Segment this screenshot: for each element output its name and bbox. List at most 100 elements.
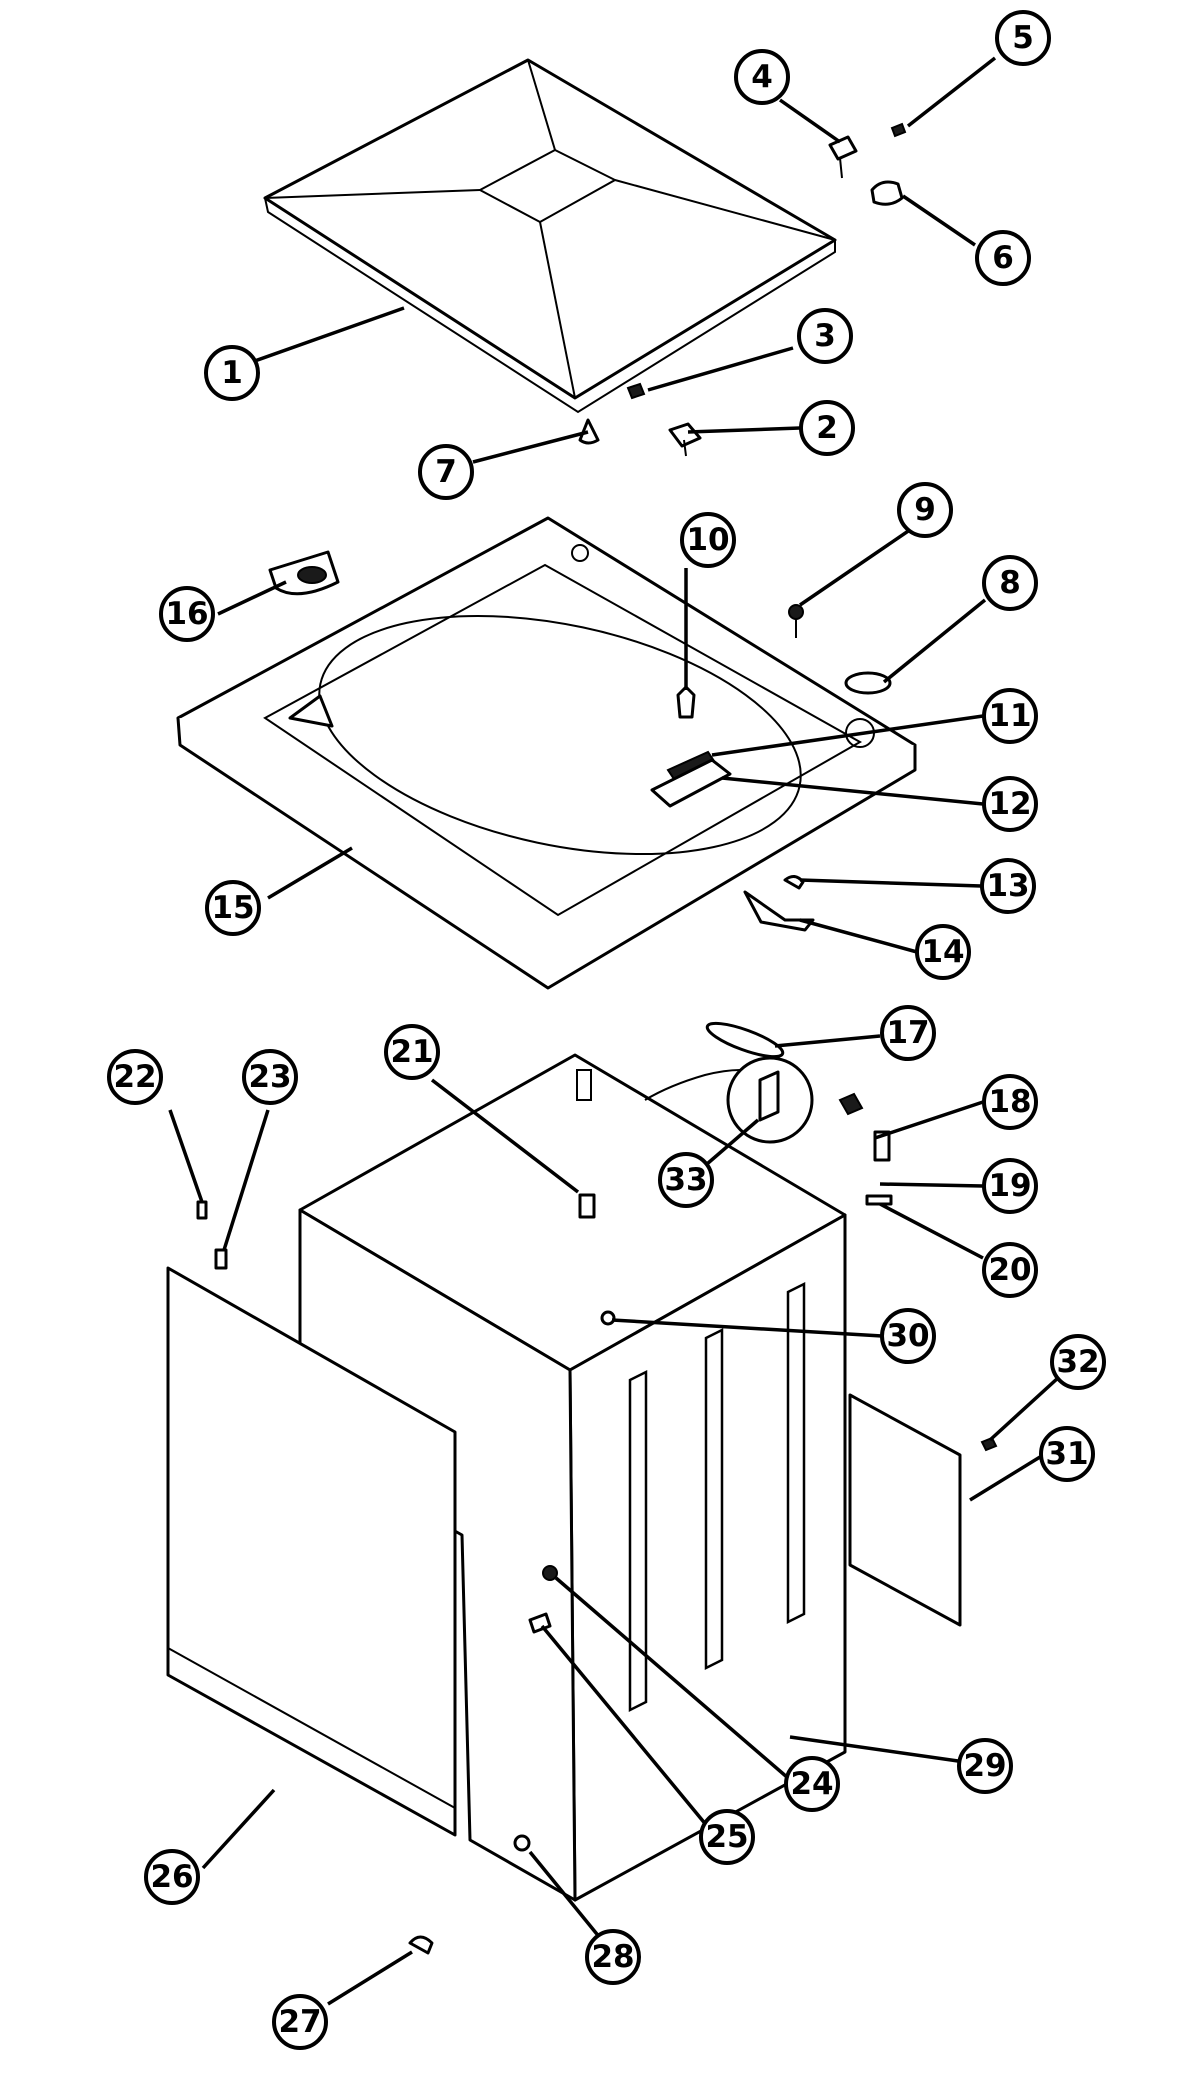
leader-14 bbox=[799, 918, 918, 954]
leader-23 bbox=[222, 1109, 270, 1251]
callout-label: 32 bbox=[1056, 1344, 1099, 1380]
callout-label: 29 bbox=[963, 1748, 1006, 1784]
callout: 29 bbox=[957, 1738, 1013, 1794]
leader-7 bbox=[472, 430, 589, 464]
callout: 5 bbox=[995, 10, 1051, 66]
callout-label: 20 bbox=[988, 1252, 1031, 1288]
callout-label: 13 bbox=[986, 868, 1029, 904]
leader-9 bbox=[799, 521, 921, 607]
callout: 27 bbox=[272, 1994, 328, 2050]
callout: 23 bbox=[242, 1049, 298, 1105]
callout: 24 bbox=[784, 1756, 840, 1812]
callout: 17 bbox=[880, 1005, 936, 1061]
leader-30 bbox=[611, 1318, 883, 1338]
callout-label: 14 bbox=[921, 934, 964, 970]
leader-3 bbox=[647, 346, 794, 392]
callout-label: 3 bbox=[814, 318, 836, 354]
leader-15 bbox=[267, 846, 353, 900]
callout-label: 10 bbox=[686, 522, 729, 558]
leader-18 bbox=[874, 1100, 984, 1140]
leader-33 bbox=[698, 1118, 760, 1172]
callout: 18 bbox=[982, 1074, 1038, 1130]
top-lid bbox=[263, 58, 837, 414]
callout: 14 bbox=[915, 924, 971, 980]
leader-24 bbox=[554, 1576, 790, 1780]
callout-label: 1 bbox=[221, 355, 243, 391]
callout-label: 9 bbox=[914, 492, 936, 528]
callout: 11 bbox=[982, 688, 1038, 744]
callout-label: 27 bbox=[278, 2004, 321, 2040]
callout: 9 bbox=[897, 482, 953, 538]
leader-21 bbox=[430, 1078, 580, 1194]
callout-label: 15 bbox=[211, 890, 254, 926]
callout: 13 bbox=[980, 858, 1036, 914]
callout: 26 bbox=[144, 1849, 200, 1905]
leader-11 bbox=[711, 714, 984, 757]
callout: 28 bbox=[585, 1929, 641, 1985]
callout-label: 17 bbox=[886, 1015, 929, 1051]
lid-small-parts bbox=[578, 122, 907, 457]
rear-access-panel bbox=[848, 1393, 962, 1627]
top-cover-small-parts bbox=[268, 550, 892, 932]
leader-22 bbox=[168, 1109, 204, 1203]
callout-label: 30 bbox=[886, 1318, 929, 1354]
callout-label: 21 bbox=[390, 1034, 433, 1070]
leader-13 bbox=[799, 878, 982, 888]
leader-2 bbox=[687, 426, 801, 434]
leader-25 bbox=[540, 1624, 714, 1834]
leader-1 bbox=[251, 306, 405, 364]
leader-19 bbox=[879, 1182, 984, 1188]
leader-12 bbox=[721, 776, 984, 806]
leader-8 bbox=[882, 598, 987, 684]
callout: 31 bbox=[1039, 1426, 1095, 1482]
callout-label: 31 bbox=[1045, 1436, 1088, 1472]
callout: 33 bbox=[658, 1152, 714, 1208]
callout: 1 bbox=[204, 345, 260, 401]
callout: 3 bbox=[797, 308, 853, 364]
callout: 32 bbox=[1050, 1334, 1106, 1390]
leader-27 bbox=[327, 1950, 413, 2006]
callout-label: 2 bbox=[816, 410, 838, 446]
callout-label: 25 bbox=[705, 1819, 748, 1855]
leader-20 bbox=[879, 1202, 984, 1260]
callout: 15 bbox=[205, 880, 261, 936]
callout-label: 33 bbox=[664, 1162, 707, 1198]
callout-label: 22 bbox=[113, 1059, 156, 1095]
callout-label: 18 bbox=[988, 1084, 1031, 1120]
callout: 21 bbox=[384, 1024, 440, 1080]
callout-label: 8 bbox=[999, 565, 1021, 601]
callout: 22 bbox=[107, 1049, 163, 1105]
leader-26 bbox=[201, 1788, 276, 1870]
leader-28 bbox=[528, 1850, 607, 1946]
callout-label: 11 bbox=[988, 698, 1031, 734]
callout: 16 bbox=[159, 586, 215, 642]
callout: 25 bbox=[699, 1809, 755, 1865]
cabinet-small-parts bbox=[196, 1021, 998, 1955]
callout: 2 bbox=[799, 400, 855, 456]
callout: 19 bbox=[982, 1158, 1038, 1214]
callout: 8 bbox=[982, 555, 1038, 611]
callout-label: 5 bbox=[1012, 20, 1034, 56]
callout-label: 24 bbox=[790, 1766, 833, 1802]
front-panel bbox=[166, 1266, 457, 1837]
leader-16 bbox=[217, 580, 287, 616]
callout: 20 bbox=[982, 1242, 1038, 1298]
callout: 6 bbox=[975, 230, 1031, 286]
callout: 30 bbox=[880, 1308, 936, 1364]
callout-label: 26 bbox=[150, 1859, 193, 1895]
callout-label: 28 bbox=[591, 1939, 634, 1975]
callout-label: 6 bbox=[992, 240, 1014, 276]
callout-label: 7 bbox=[435, 454, 457, 490]
callout-label: 16 bbox=[165, 596, 208, 632]
leader-5 bbox=[906, 56, 997, 128]
leader-17 bbox=[774, 1034, 881, 1048]
leader-lines bbox=[168, 56, 1072, 2006]
callout: 10 bbox=[680, 512, 736, 568]
callout-label: 12 bbox=[988, 786, 1031, 822]
callout: 7 bbox=[418, 444, 474, 500]
leader-29 bbox=[789, 1735, 959, 1763]
callout-label: 4 bbox=[751, 59, 773, 95]
callout-label: 19 bbox=[988, 1168, 1031, 1204]
leader-31 bbox=[969, 1455, 1041, 1502]
